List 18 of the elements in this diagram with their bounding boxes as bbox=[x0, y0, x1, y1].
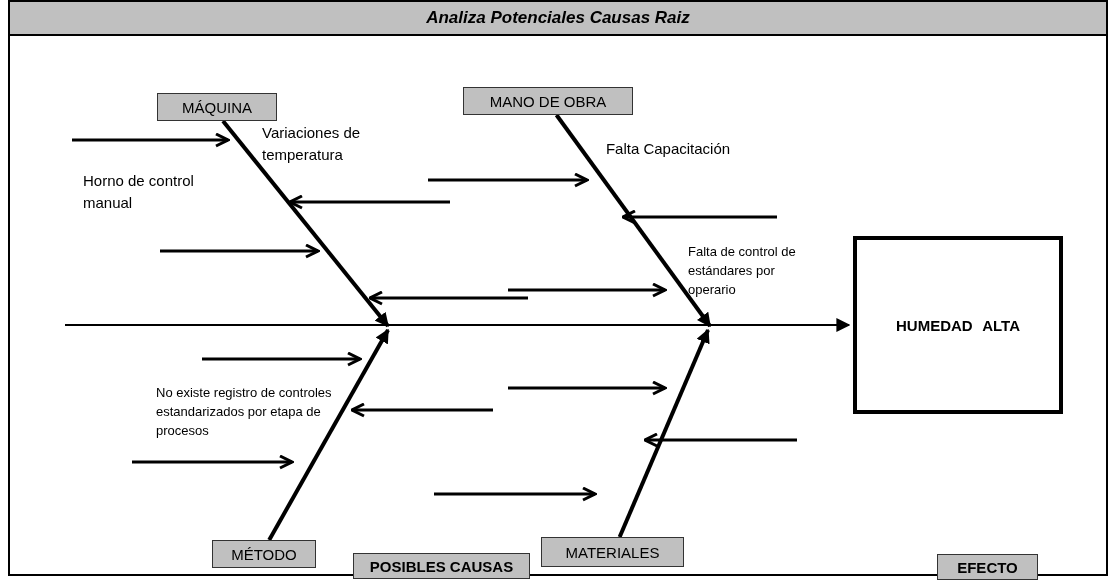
category-box: MATERIALES bbox=[541, 537, 684, 567]
cause-text: Variaciones de temperatura bbox=[262, 123, 362, 165]
category-box: MANO DE OBRA bbox=[463, 87, 633, 115]
category-box: MÁQUINA bbox=[157, 93, 277, 121]
bone-arrow bbox=[554, 113, 712, 328]
section-heading: POSIBLES CAUSAS bbox=[353, 553, 530, 579]
cause-text: Falta Capacitación bbox=[604, 139, 732, 159]
bone-arrow bbox=[617, 328, 710, 538]
bone-arrow bbox=[267, 328, 390, 541]
cause-text: Falta de control de estándares por operario bbox=[688, 243, 797, 299]
effect-box: HUMEDAD ALTA bbox=[853, 236, 1063, 414]
spine-arrow bbox=[64, 318, 851, 332]
cause-text: Horno de control manual bbox=[83, 171, 195, 213]
bone-arrow bbox=[221, 119, 390, 328]
title-bar: Analiza Potenciales Causas Raiz bbox=[8, 0, 1108, 36]
section-heading: EFECTO bbox=[937, 554, 1038, 580]
cause-text: No existe registro de controles estandarizados por etapa de procesos bbox=[156, 384, 333, 440]
category-box: MÉTODO bbox=[212, 540, 316, 568]
